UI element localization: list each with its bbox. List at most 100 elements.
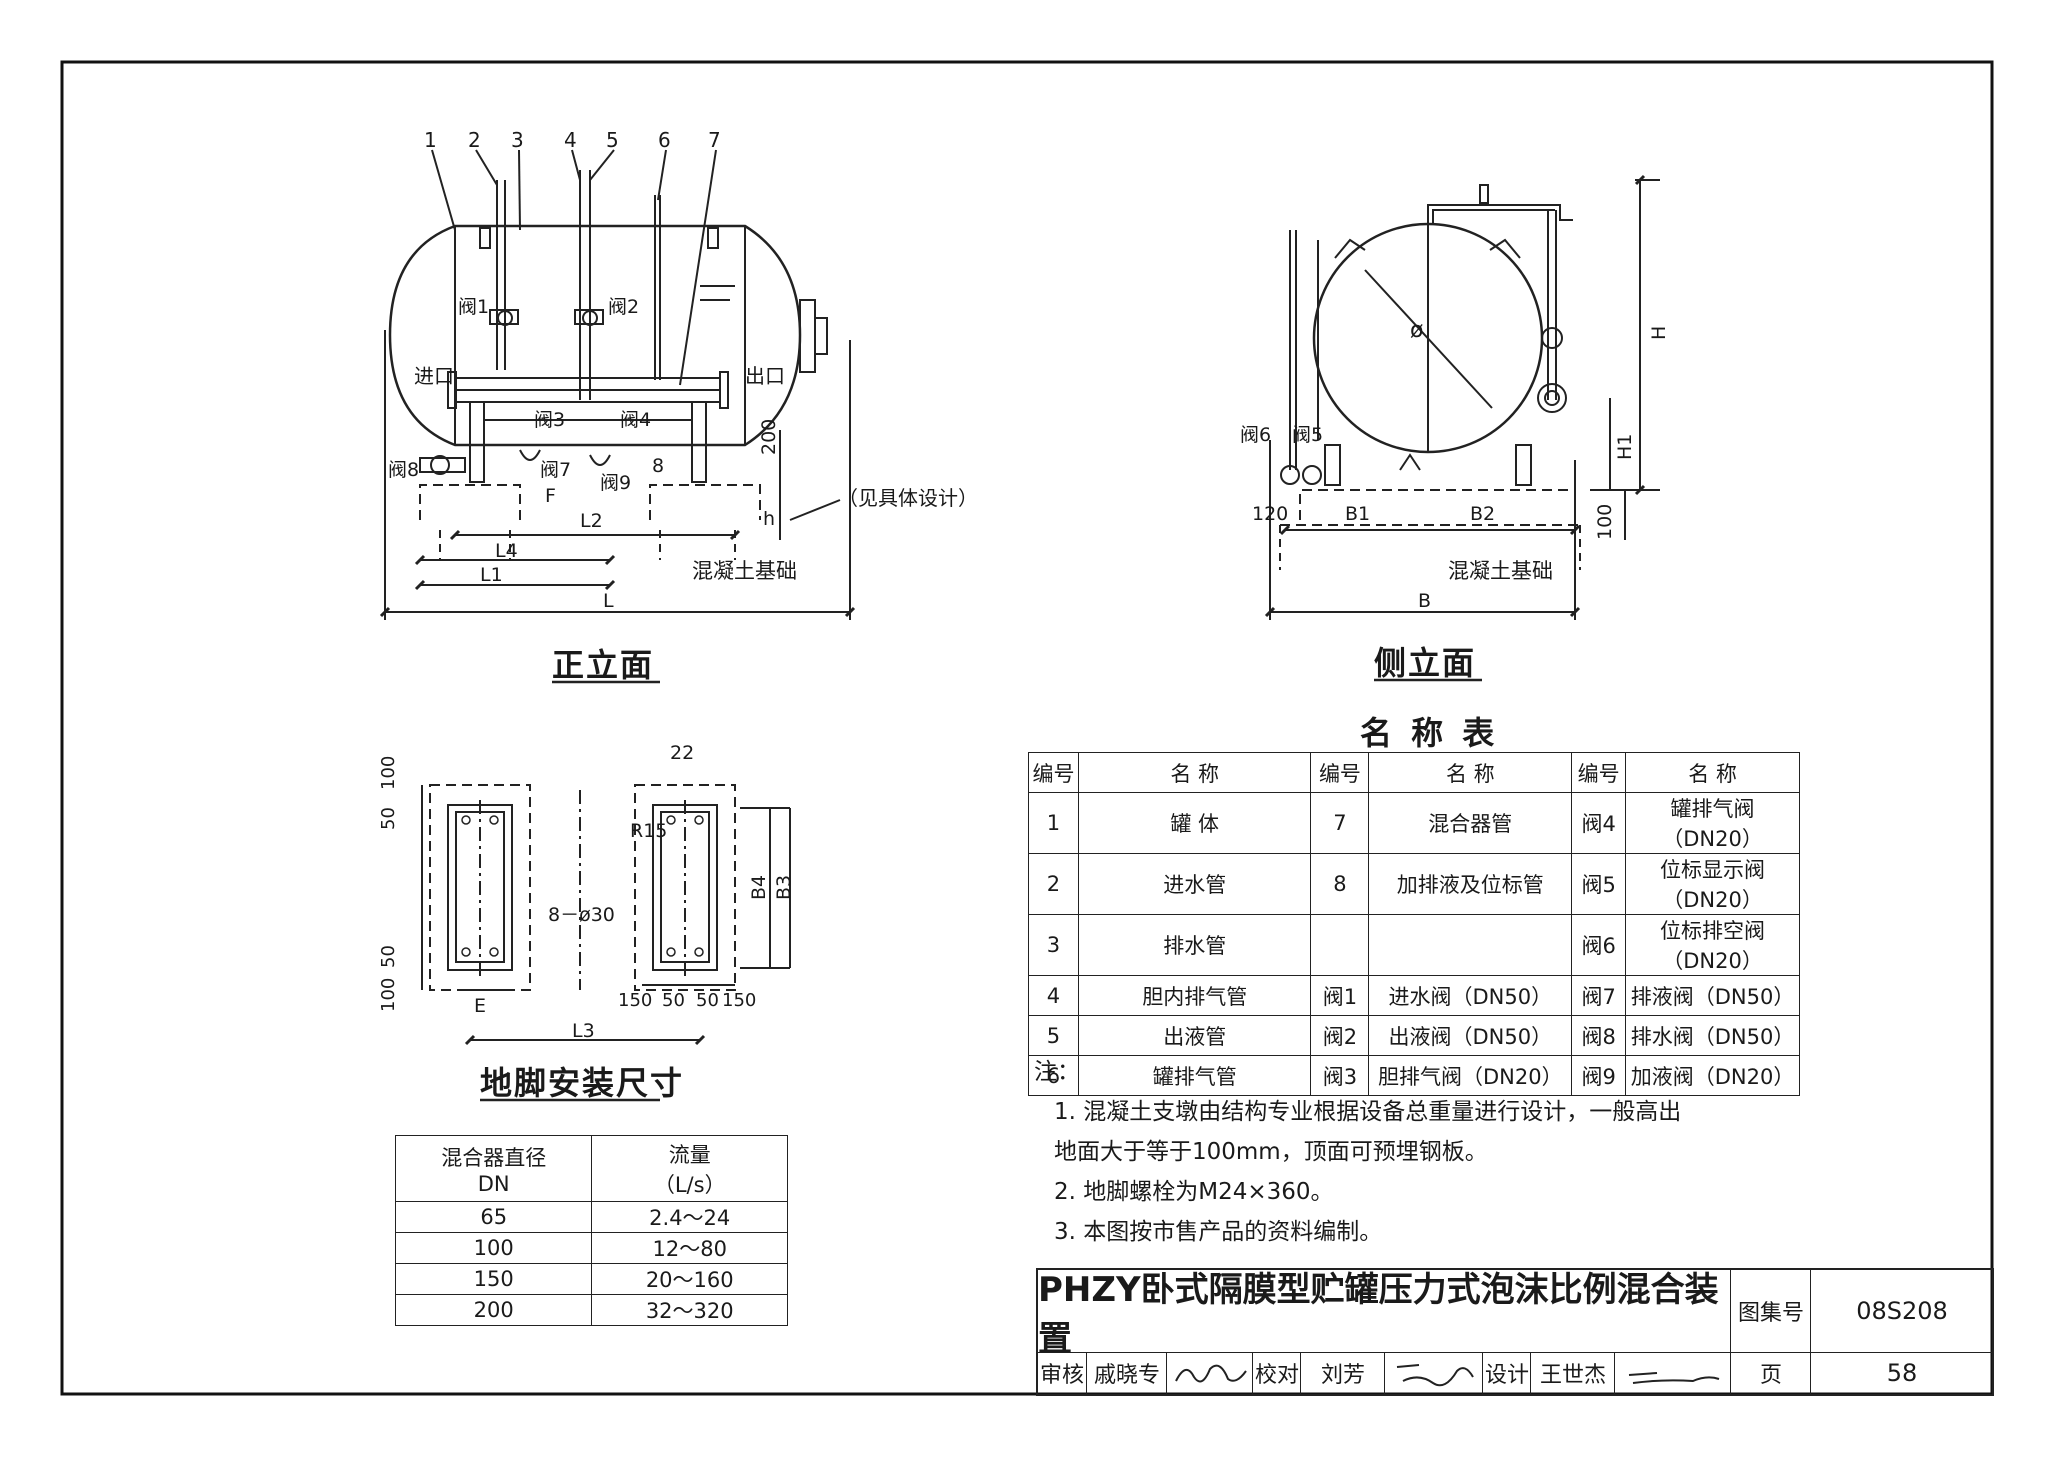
label-part-8: 8 — [652, 455, 665, 477]
notes-heading: 注： — [1034, 1059, 1080, 1085]
callout-2: 2 — [468, 128, 481, 152]
table-cell: 5 — [1028, 1015, 1079, 1056]
title-side-elevation: 侧立面 — [1374, 644, 1477, 682]
table-cell: 8 — [1310, 853, 1370, 915]
note-see-design: （见具体设计） — [838, 486, 978, 510]
note-item: 2. 地脚螺栓为M24×360。 — [1054, 1179, 1334, 1205]
table-cell: 6 — [1028, 1055, 1079, 1096]
label-foundation-front: 混凝土基础 — [692, 559, 797, 583]
label-valve-9: 阀9 — [600, 472, 632, 494]
dim-L4: L4 — [495, 540, 518, 562]
dim-150-right: 150 — [722, 990, 757, 1011]
table-cell: 阀1 — [1310, 975, 1370, 1016]
table-cell: 罐排气管 — [1077, 1055, 1312, 1096]
dim-R15: R15 — [630, 820, 668, 842]
dim-L2: L2 — [580, 510, 603, 532]
dim-B3: B3 — [773, 874, 795, 900]
page-number: 58 — [1810, 1352, 1993, 1394]
dim-L1: L1 — [480, 564, 503, 586]
signature-icon — [1175, 1364, 1247, 1383]
label-valve-2: 阀2 — [608, 296, 640, 318]
dim-100-side: 100 — [1594, 503, 1616, 540]
table-cell: 罐 体 — [1077, 792, 1312, 854]
dim-B2: B2 — [1470, 503, 1496, 525]
side-elevation — [1264, 174, 1660, 620]
dim-H: H — [1648, 325, 1670, 340]
table-cell: 20～160 — [591, 1263, 788, 1295]
note-item: 地面大于等于100mm，顶面可预埋钢板。 — [1054, 1139, 1488, 1165]
check-label: 校对 — [1252, 1352, 1301, 1394]
table-cell: 进水阀（DN50） — [1368, 975, 1573, 1016]
label-valve-8: 阀8 — [388, 459, 420, 481]
table-cell: 排水管 — [1077, 914, 1312, 976]
table-cell: 2 — [1028, 853, 1079, 915]
table-cell: 排液阀（DN50） — [1625, 975, 1800, 1016]
header-cell: 编号 — [1028, 752, 1079, 793]
table-cell: 1 — [1028, 792, 1079, 854]
table-cell: 位标排空阀（DN20） — [1625, 914, 1800, 976]
callout-3: 3 — [511, 128, 524, 152]
dim-50-bottom: 50 — [378, 945, 399, 968]
drawing-frame — [60, 60, 1994, 1396]
review-label: 审核 — [1039, 1363, 1084, 1388]
dim-50-top: 50 — [378, 807, 399, 830]
table-cell: 阀4 — [1571, 792, 1627, 854]
table-cell: 出液阀（DN50） — [1368, 1015, 1573, 1056]
callout-1: 1 — [424, 128, 437, 152]
parts-table-title: 名 称 表 — [1360, 714, 1499, 752]
table-cell: 出液管 — [1077, 1015, 1312, 1056]
notes-block: 注： 1. 混凝土支墩由结构专业根据设备总重量进行设计，一般高出 地面大于等于1… — [1034, 1052, 1681, 1252]
table-cell: 阀7 — [1571, 975, 1627, 1016]
header-flow-line1: 流量 — [668, 1142, 711, 1167]
design-label: 设计 — [1482, 1352, 1531, 1394]
dim-100-bottom: 100 — [378, 977, 399, 1012]
dim-B: B — [1418, 590, 1432, 612]
dim-h: h — [763, 508, 776, 530]
header-cell: 编号 — [1310, 752, 1370, 793]
dim-F: F — [545, 485, 556, 507]
dim-holes: 8－ø30 — [548, 904, 615, 926]
table-cell: 胆内排气管 — [1077, 975, 1312, 1016]
dim-L: L — [603, 590, 614, 612]
atlas-number: 08S208 — [1810, 1270, 1993, 1353]
header-cell: 编号 — [1571, 752, 1627, 793]
header-flow-line2: （L/s） — [653, 1172, 726, 1197]
table-cell: 2.4～24 — [591, 1201, 788, 1233]
page-label: 页 — [1730, 1352, 1811, 1394]
label-outlet: 出口 — [745, 364, 785, 388]
label-valve-6: 阀6 — [1240, 424, 1272, 446]
note-item: 3. 本图按市售产品的资料编制。 — [1054, 1219, 1383, 1245]
header-diameter-line2: DN — [477, 1171, 510, 1196]
label-valve-5: 阀5 — [1292, 424, 1324, 446]
header-cell: 名 称 — [1368, 752, 1573, 793]
label-valve-3: 阀3 — [534, 409, 566, 431]
table-cell: 150 — [394, 1263, 593, 1295]
title-front-elevation: 正立面 — [552, 646, 655, 684]
reviewer-name: 戚晓专 — [1086, 1352, 1167, 1394]
table-cell: 4 — [1028, 975, 1079, 1016]
dim-B1: B1 — [1345, 503, 1371, 525]
table-cell: 加排液及位标管 — [1368, 853, 1573, 915]
designer-name: 王世杰 — [1530, 1352, 1615, 1394]
table-cell: 阀5 — [1571, 853, 1627, 915]
dim-E: E — [474, 995, 487, 1017]
table-cell: 阀8 — [1571, 1015, 1627, 1056]
table-cell: 加液阀（DN20） — [1625, 1055, 1800, 1096]
table-cell: 位标显示阀（DN20） — [1625, 853, 1800, 915]
table-cell — [1310, 914, 1370, 976]
signature-icon — [1628, 1372, 1720, 1384]
table-cell: 排水阀（DN50） — [1625, 1015, 1800, 1056]
table-cell: 3 — [1028, 914, 1079, 976]
table-cell: 12～80 — [591, 1232, 788, 1264]
